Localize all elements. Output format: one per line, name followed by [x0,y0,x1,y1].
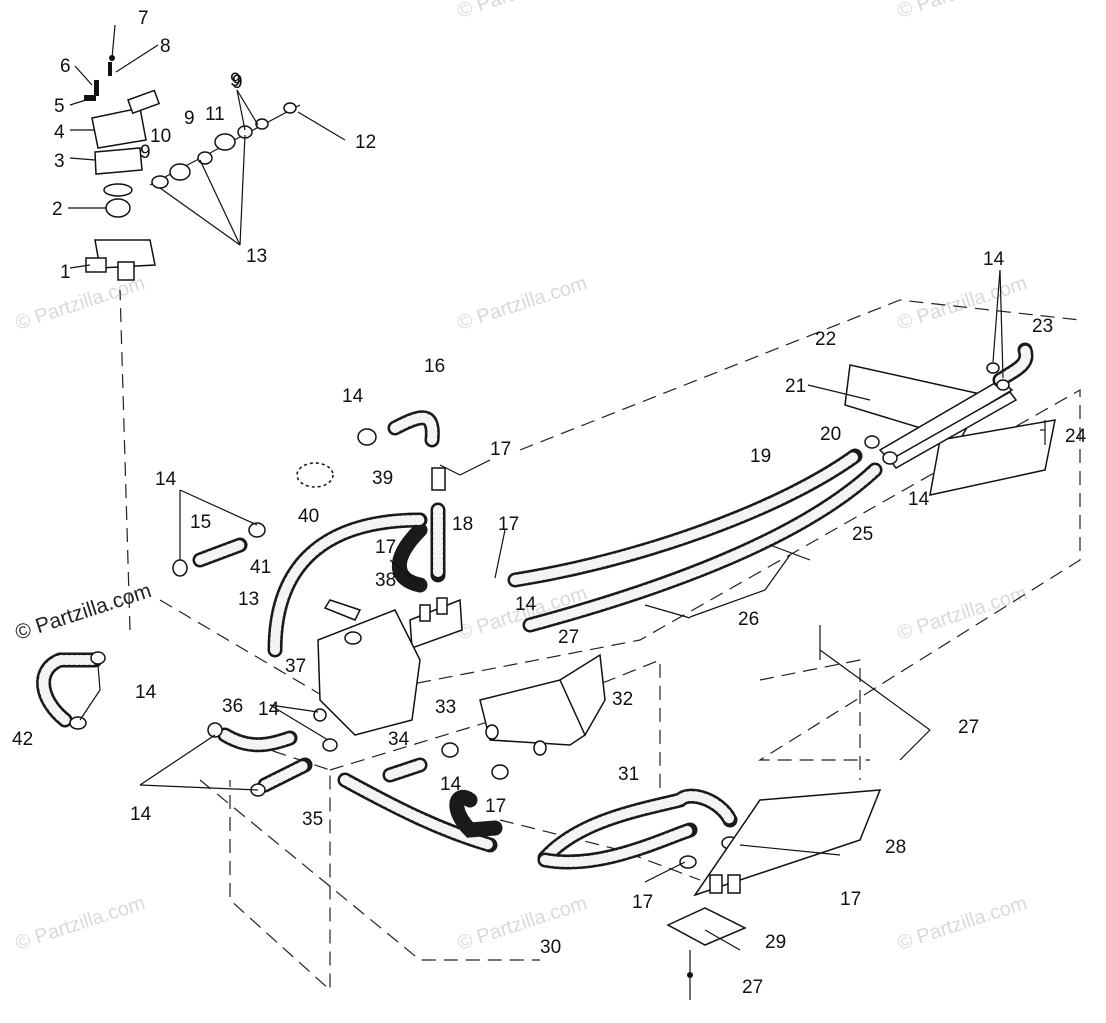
heat-exchanger [844,342,1056,496]
shield-29 [666,907,747,946]
watermark: © Partzilla.com [455,272,590,335]
callout-35: 35 [302,809,323,830]
callout-9: 9 [184,108,195,129]
tee-39 [431,467,446,491]
valve-block [409,598,463,650]
callout-29: 29 [765,932,786,953]
watermark: © Partzilla.com [455,0,590,23]
callout-13: 13 [246,246,267,267]
callout-17: 17 [498,514,519,535]
exchanger-plate [929,419,1056,496]
callout-17: 17 [632,892,653,913]
center-hoses [296,410,463,650]
chassis-outline [119,289,1081,992]
bleed-valve [169,163,191,181]
watermark: © Partzilla.com [13,892,148,955]
callout-26: 26 [738,609,759,630]
brand-watermark: © Partzilla.com [12,579,154,645]
callout-14: 14 [258,699,280,720]
callout-40: 40 [298,506,319,527]
callout-21: 21 [785,376,806,397]
callout-1: 1 [60,262,71,283]
callout-19: 19 [750,446,771,467]
callout-15: 15 [190,512,211,533]
callout-25: 25 [852,524,873,545]
watermark: © Partzilla.com [895,272,1030,335]
callout-14: 14 [155,469,177,490]
housing-cover [91,107,147,149]
callout-20: 20 [820,424,841,445]
callout-38: 38 [375,570,396,591]
callout-9: 9 [230,70,241,91]
callout-14: 14 [908,489,930,510]
gasket [94,147,143,175]
callout-37: 37 [285,656,306,677]
callout-27: 27 [958,717,979,738]
tie-26a [769,544,811,561]
callout-39: 39 [372,468,393,489]
callout-10: 10 [150,126,171,147]
callout-13: 13 [238,589,259,610]
callout-14: 14 [983,249,1005,270]
callout-27: 27 [558,627,579,648]
callout-8: 8 [160,36,171,57]
callout-27: 27 [742,977,763,998]
callout-32: 32 [612,689,633,710]
callout-11: 11 [205,104,225,125]
callout-16: 16 [424,356,445,377]
callout-labels: 1 2 3 4 5 6 7 8 9 9 9 9 10 11 12 13 13 1… [12,8,1087,998]
thermostat [105,198,131,218]
reservoir-area [207,512,428,797]
callout-17: 17 [490,439,511,460]
watermark: © Partzilla.com [455,892,590,955]
callout-12: 12 [355,132,376,153]
callout-41: 41 [250,557,271,578]
callout-2: 2 [52,199,63,220]
plate-28 [693,789,882,897]
callout-6: 6 [60,56,71,77]
callout-9: 9 [232,72,243,93]
callout-30: 30 [540,937,561,958]
callout-36: 36 [222,696,243,717]
dashed-leader-1 [119,289,131,631]
callout-33: 33 [435,697,456,718]
long-hoses [507,448,883,633]
callout-24: 24 [1065,426,1087,447]
watermark: © Partzilla.com [13,272,148,335]
callout-28: 28 [885,837,906,858]
callout-7: 7 [138,8,149,29]
callout-42: 42 [12,729,33,750]
callout-5: 5 [54,96,65,117]
callout-9: 9 [140,142,151,163]
callout-31: 31 [618,764,639,785]
callout-22: 22 [815,329,836,350]
callout-14: 14 [342,386,364,407]
watermark: © Partzilla.com [895,892,1030,955]
callout-17: 17 [485,796,506,817]
thermostat-assembly [84,55,301,281]
watermark: © Partzilla.com [895,0,1030,23]
fitting [283,102,297,114]
left-hoses [36,522,266,730]
callout-17: 17 [840,889,861,910]
tie-26b [644,604,691,619]
callout-17: 17 [375,537,396,558]
callout-14: 14 [130,804,152,825]
callout-4: 4 [54,122,65,143]
callout-18: 18 [452,514,473,535]
callout-14: 14 [135,682,157,703]
lower-assembly [337,625,882,1000]
callout-14: 14 [440,774,462,795]
leader-lines [68,24,1045,951]
callout-14: 14 [515,594,537,615]
callout-23: 23 [1032,316,1053,337]
coolant-reservoir [317,609,421,736]
callout-3: 3 [54,151,65,172]
callout-34: 34 [388,729,410,750]
watermark: © Partzilla.com [895,582,1030,645]
